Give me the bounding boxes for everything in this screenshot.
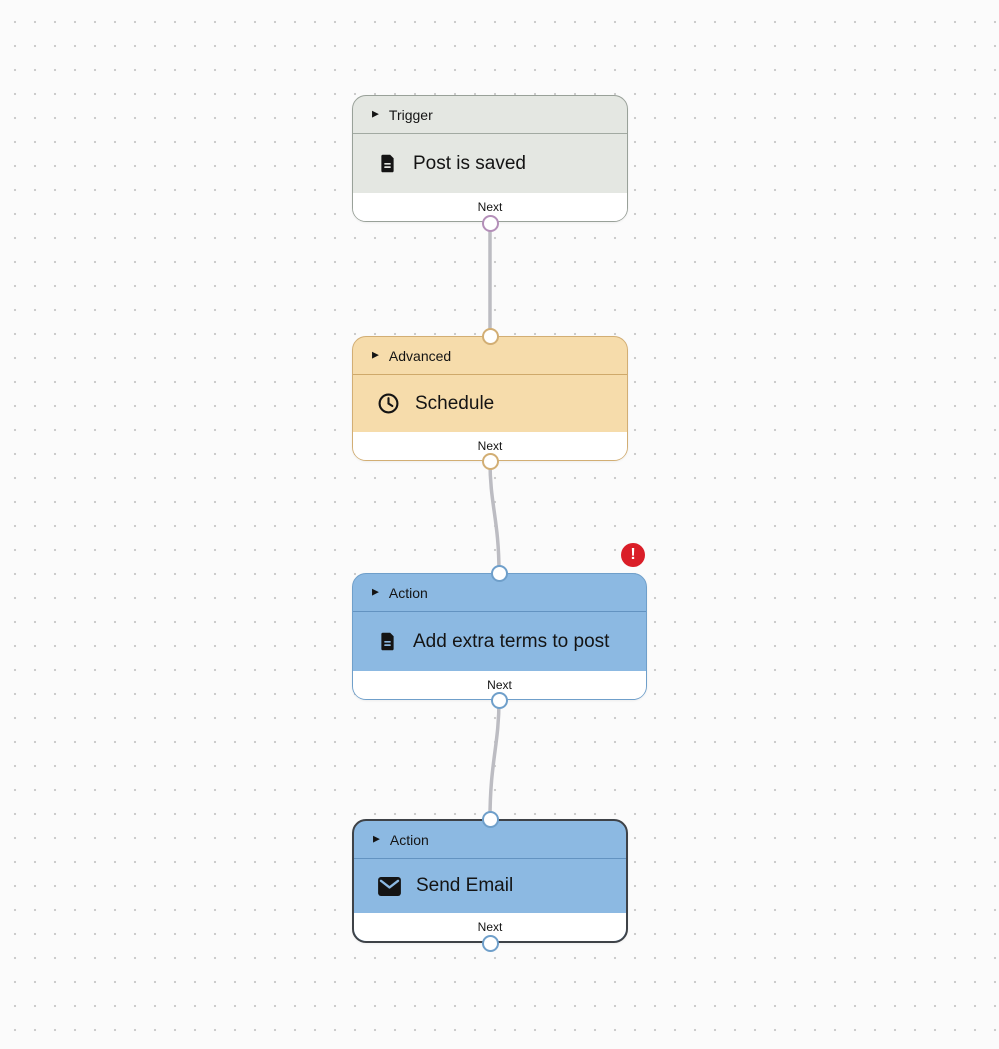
node-body[interactable]: Schedule [353, 375, 627, 432]
clock-icon [377, 392, 400, 415]
node-body[interactable]: Add extra terms to post [353, 612, 646, 671]
node-title: Post is saved [413, 152, 526, 174]
output-port-action-send-email[interactable] [481, 934, 499, 952]
error-badge[interactable]: ! [621, 543, 645, 567]
edge-advanced-to-action[interactable] [488, 459, 501, 575]
input-port-action-send-email[interactable] [481, 810, 499, 828]
node-header[interactable]: ▶ Action [353, 574, 646, 612]
node-title: Schedule [415, 392, 495, 414]
node-body[interactable]: Post is saved [353, 134, 627, 193]
output-port-trigger[interactable] [481, 214, 499, 232]
node-header[interactable]: ▶ Trigger [353, 96, 627, 134]
output-port-action-add-terms[interactable] [490, 691, 508, 709]
edge-action-to-action[interactable] [488, 698, 501, 821]
collapse-triangle-icon[interactable]: ▶ [372, 108, 379, 119]
node-header[interactable]: ▶ Advanced [353, 337, 627, 375]
collapse-triangle-icon[interactable]: ▶ [372, 349, 379, 360]
node-body[interactable]: Send Email [354, 859, 626, 913]
node-category-label: Action [389, 831, 429, 848]
output-port-advanced[interactable] [481, 452, 499, 470]
node-action-send-email[interactable]: ▶ Action Send Email Next [352, 819, 628, 943]
node-header[interactable]: ▶ Action [354, 821, 626, 859]
node-title: Add extra terms to post [413, 630, 610, 652]
input-port-advanced[interactable] [481, 327, 499, 345]
node-action-add-terms[interactable]: ▶ Action Add extra terms to post Next [352, 573, 647, 700]
node-category-label: Action [388, 584, 428, 601]
envelope-icon [378, 876, 401, 896]
collapse-triangle-icon[interactable]: ▶ [373, 833, 380, 844]
node-advanced[interactable]: ▶ Advanced Schedule Next [352, 336, 628, 461]
node-category-label: Advanced [388, 347, 452, 364]
document-icon [377, 153, 398, 174]
input-port-action-add-terms[interactable] [490, 564, 508, 582]
node-category-label: Trigger [388, 106, 433, 123]
node-title: Send Email [416, 875, 514, 896]
node-trigger[interactable]: ▶ Trigger Post is saved Next [352, 95, 628, 222]
document-icon [377, 631, 398, 652]
collapse-triangle-icon[interactable]: ▶ [372, 586, 379, 597]
